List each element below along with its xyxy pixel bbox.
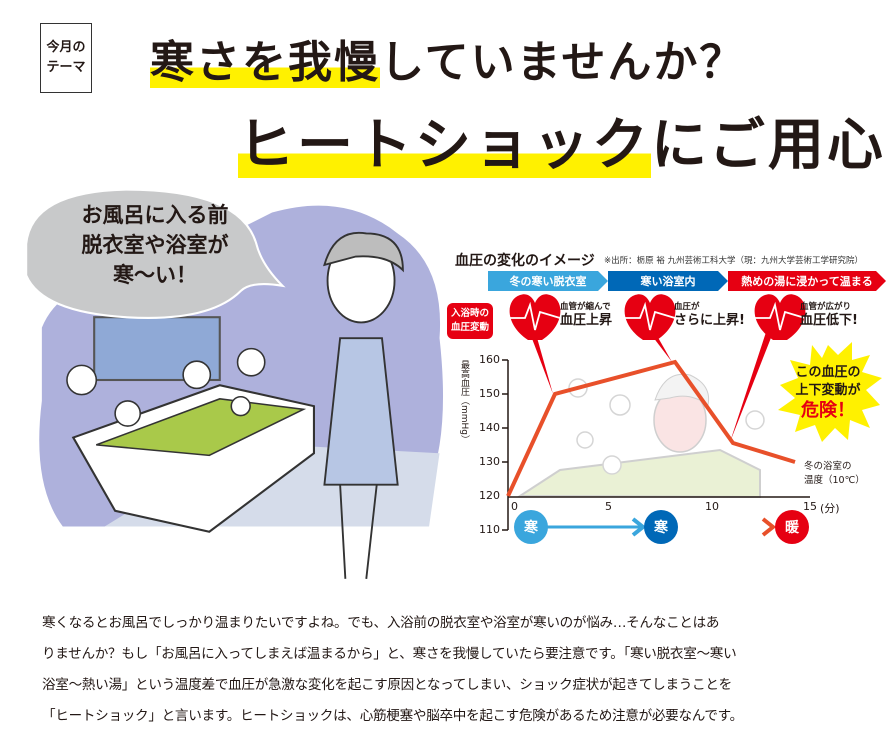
person-shivering bbox=[323, 231, 404, 579]
axes bbox=[502, 359, 810, 531]
heart-icons bbox=[509, 294, 806, 340]
x-tick-15: 15 bbox=[803, 500, 817, 513]
temp-marker-cold-2: 寒 bbox=[644, 510, 678, 544]
heart-note-1: 血管が縮んで 血圧上昇 bbox=[560, 302, 613, 328]
bp-chart bbox=[502, 294, 882, 537]
danger-line2: 上下変動が bbox=[795, 383, 861, 398]
title-line2: ヒートショックにご用心 bbox=[238, 100, 886, 181]
bp-line bbox=[506, 359, 796, 497]
theme-label-line2: テーマ bbox=[46, 60, 86, 75]
y-tick-140: 140 bbox=[479, 421, 500, 434]
room-temp-line2: 温度（10℃） bbox=[804, 475, 865, 486]
room-temp-annotation: 冬の浴室の 温度（10℃） bbox=[804, 460, 865, 488]
bath-water bbox=[96, 398, 307, 457]
theme-label-line1: 今月の bbox=[46, 40, 86, 55]
body-paragraph: 寒くなるとお風呂でしっかり温まりたいですよね。でも、入浴前の脱衣室や浴室が寒いの… bbox=[42, 608, 862, 732]
danger-callout: この血圧の 上下変動が 危険！ bbox=[778, 364, 878, 422]
body-line-3: 浴室〜熱い湯」という温度差で血圧が急激な変化を起こす原因となってしまい、ショック… bbox=[42, 677, 732, 693]
title-line1-rest: していませんか？ bbox=[380, 37, 746, 88]
bp-change-label: 入浴時の 血圧変動 bbox=[447, 303, 493, 339]
danger-line3: 危険！ bbox=[801, 400, 855, 421]
x-tick-10: 10 bbox=[705, 500, 719, 513]
heart-icon-3 bbox=[754, 294, 806, 340]
speech-bubble bbox=[25, 188, 286, 319]
y-tick-120: 120 bbox=[479, 489, 500, 502]
y-tick-160: 160 bbox=[479, 353, 500, 366]
stage-hot-bath: 熱めの湯に浸かって温まる bbox=[728, 271, 886, 291]
bathing-person-illustration bbox=[516, 373, 765, 499]
theme-label-box: 今月の テーマ bbox=[40, 23, 92, 93]
temp-marker-warm: 暖 bbox=[775, 510, 809, 544]
heart-note-3: 血管が広がり 血圧低下! bbox=[800, 302, 858, 328]
steam-puffs bbox=[66, 347, 266, 427]
heart-note-2: 血圧が さらに上昇! bbox=[674, 302, 745, 328]
body-line-2: りませんか？もし「お風呂に入ってしまえば温まるから」と、寒さを我慢していたら要注… bbox=[42, 646, 737, 662]
x-tick-5: 5 bbox=[605, 500, 612, 513]
chart-source: ※出所：栃原 裕 九州芸術工科大学（現：九州大学芸術工学研究院） bbox=[604, 256, 864, 266]
temp-marker-cold-1: 寒 bbox=[514, 510, 548, 544]
stage-cold-bathroom: 寒い浴室内 bbox=[608, 271, 728, 291]
y-tick-150: 150 bbox=[479, 387, 500, 400]
x-axis-unit: (分) bbox=[820, 502, 840, 515]
speech-bubble-line2: 脱衣室や浴室が bbox=[81, 233, 229, 257]
y-axis-label: 最高血圧（mmHg） bbox=[459, 360, 469, 445]
y-tick-110: 110 bbox=[479, 523, 500, 536]
title-line1-highlight: 寒さを我慢 bbox=[150, 37, 380, 88]
speech-bubble-text: お風呂に入る前 脱衣室や浴室が 寒〜い！ bbox=[60, 200, 250, 290]
y-tick-130: 130 bbox=[479, 455, 500, 468]
chart-title: 血圧の変化のイメージ bbox=[455, 253, 595, 269]
speech-bubble-line1: お風呂に入る前 bbox=[81, 203, 229, 227]
x-tick-0: 0 bbox=[511, 500, 518, 513]
speech-bubble-line3: 寒〜い！ bbox=[113, 263, 197, 287]
body-line-4: 「ヒートショック」と言います。ヒートショックは、心筋梗塞や脳卒中を起こす危険があ… bbox=[42, 708, 743, 724]
heart-icon-1 bbox=[509, 294, 561, 340]
title-line2-highlight: ヒートショック bbox=[238, 113, 651, 178]
bp-label-line1: 入浴時の bbox=[450, 308, 489, 319]
pulse-lines bbox=[510, 301, 806, 331]
danger-line1: この血圧の bbox=[795, 365, 861, 380]
room-temp-line1: 冬の浴室の bbox=[804, 461, 852, 472]
danger-burst bbox=[778, 342, 882, 442]
title-line2-rest: にご用心 bbox=[651, 113, 886, 178]
bathroom-illustration bbox=[25, 188, 444, 579]
title-line1: 寒さを我慢していませんか？ bbox=[150, 26, 745, 90]
heart-icon-2 bbox=[624, 294, 676, 340]
bp-label-line2: 血圧変動 bbox=[450, 322, 489, 333]
body-line-1: 寒くなるとお風呂でしっかり温まりたいですよね。でも、入浴前の脱衣室や浴室が寒いの… bbox=[42, 615, 720, 631]
stage-cold-dressing-room: 冬の寒い脱衣室 bbox=[488, 271, 608, 291]
